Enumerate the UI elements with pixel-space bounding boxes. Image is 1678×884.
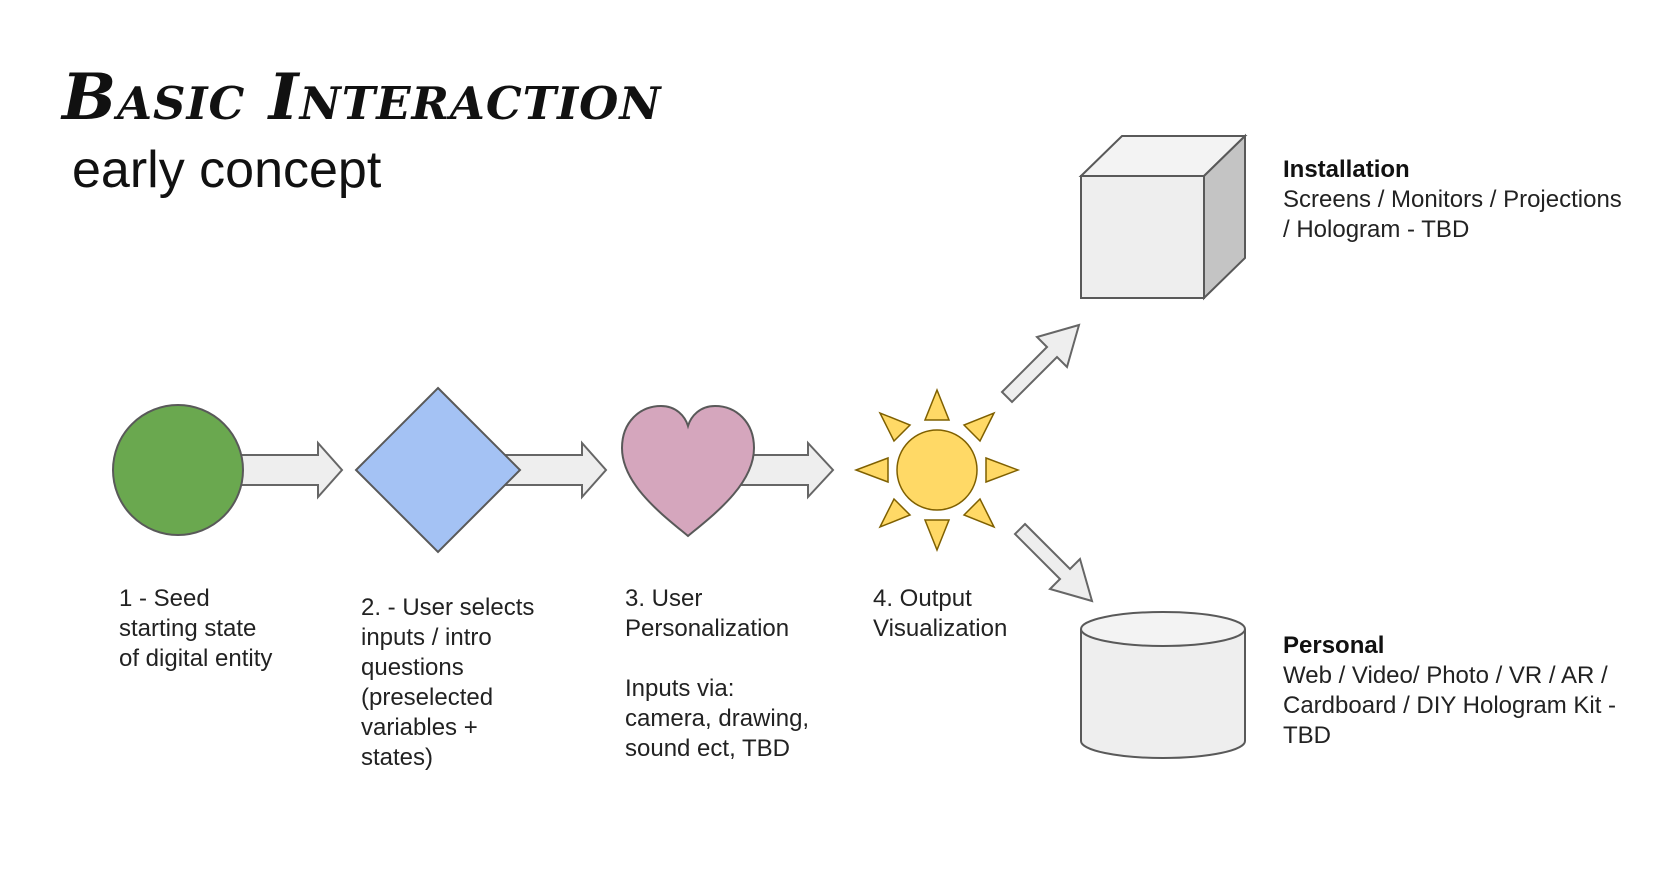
- label-line: Inputs via:: [625, 675, 735, 702]
- label-line: Visualization: [873, 615, 1008, 642]
- arrow-down-right-icon: [1013, 522, 1094, 603]
- output-sun-icon: [853, 387, 1021, 553]
- step-3-label: 3. User Personalization Inputs via: came…: [625, 584, 809, 764]
- label-line: questions: [361, 654, 464, 681]
- label-line: camera, drawing,: [625, 705, 810, 732]
- label-line: sound ect, TBD: [625, 735, 790, 762]
- diagram-subtitle: early concept: [72, 141, 382, 199]
- label-line: 1 - Seed: [119, 585, 210, 612]
- label-line: states): [361, 744, 434, 771]
- installation-cube-icon: [1078, 133, 1248, 301]
- label-line: Screens / Monitors / Projections: [1283, 186, 1622, 213]
- arrow-up-right-icon: [1000, 323, 1081, 404]
- label-line: 2. - User selects: [361, 594, 535, 621]
- label-line: Cardboard / DIY Hologram Kit -: [1283, 692, 1617, 719]
- label-line: Personalization: [625, 615, 790, 642]
- step-1-label: 1 - Seed starting state of digital entit…: [119, 584, 272, 674]
- arrow-right-icon: [504, 440, 608, 500]
- installation-heading: Installation: [1283, 156, 1410, 183]
- label-line: inputs / intro: [361, 624, 492, 651]
- seed-circle-icon: [112, 404, 244, 536]
- arrow-right-icon: [734, 440, 835, 500]
- personalization-heart-icon: [620, 404, 756, 538]
- personal-heading: Personal: [1283, 632, 1385, 659]
- step-4-label: 4. Output Visualization: [873, 584, 1007, 644]
- inputs-diamond-icon: [354, 386, 522, 554]
- label-line: starting state: [119, 615, 257, 642]
- label-line: Web / Video/ Photo / VR / AR /: [1283, 662, 1608, 689]
- step-2-label: 2. - User selects inputs / intro questio…: [361, 593, 534, 773]
- personal-label: Personal Web / Video/ Photo / VR / AR / …: [1283, 631, 1616, 751]
- label-line: of digital entity: [119, 645, 273, 672]
- label-line: / Hologram - TBD: [1283, 216, 1470, 243]
- label-line: TBD: [1283, 722, 1331, 749]
- label-line: (preselected: [361, 684, 494, 711]
- arrow-right-icon: [239, 440, 344, 500]
- personal-cylinder-icon: [1080, 611, 1246, 759]
- label-line: 4. Output: [873, 585, 972, 612]
- diagram-title: Basic Interaction: [62, 60, 662, 135]
- label-line: variables +: [361, 714, 478, 741]
- installation-label: Installation Screens / Monitors / Projec…: [1283, 155, 1622, 245]
- label-line: 3. User: [625, 585, 703, 612]
